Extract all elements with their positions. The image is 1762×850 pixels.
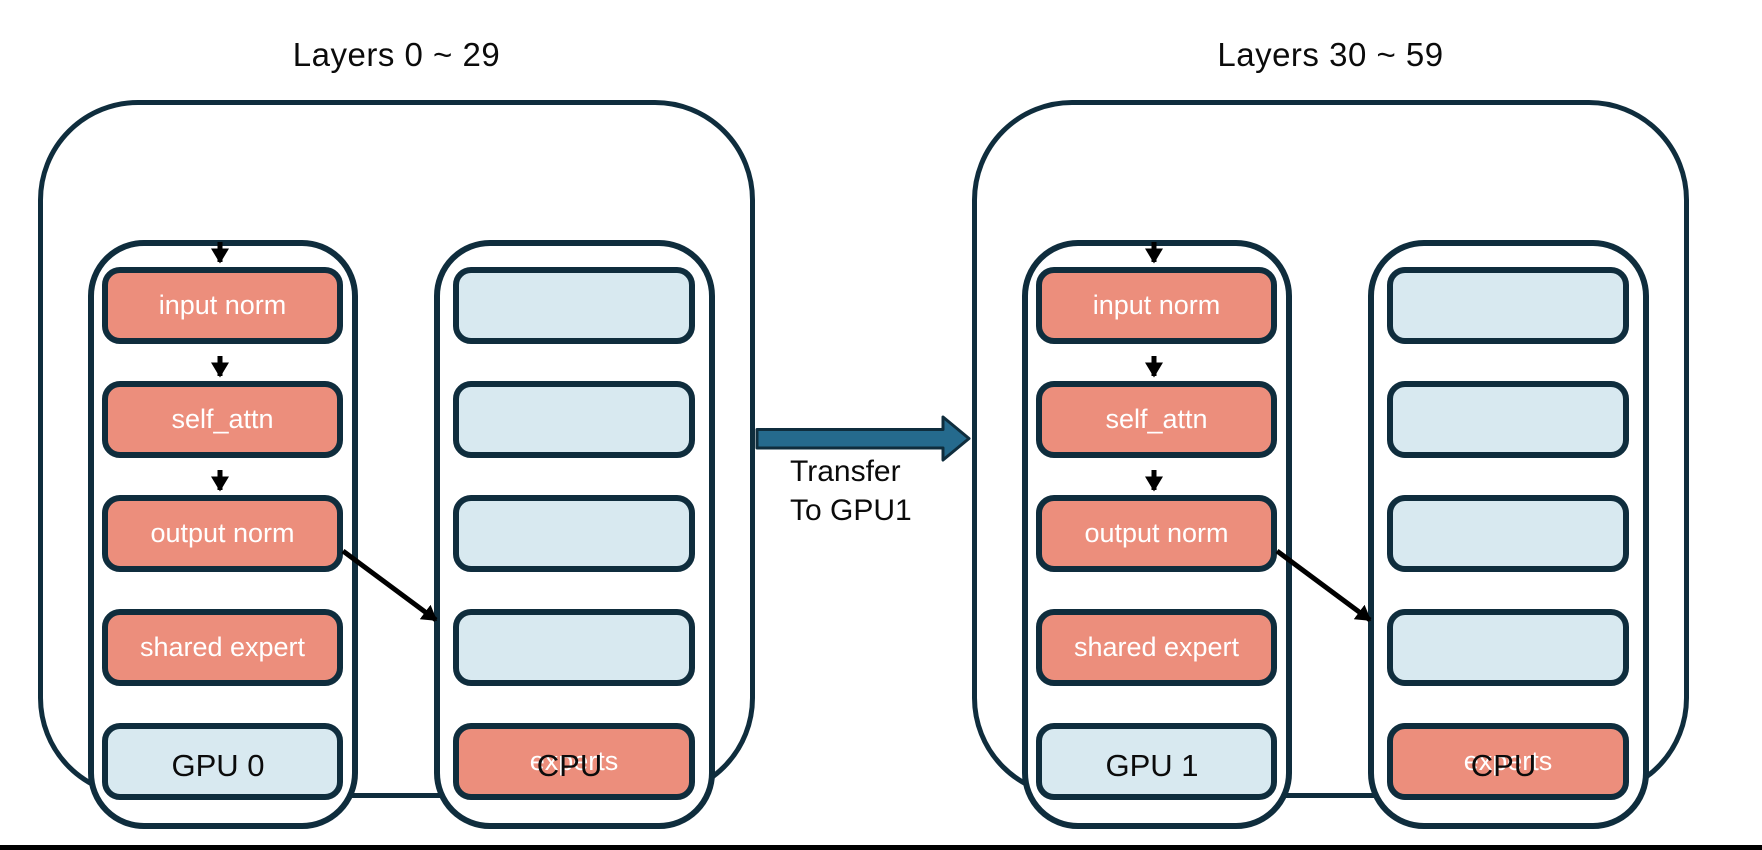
module-box-label: input norm (1092, 290, 1221, 320)
layer-group-title: Layers 0 ~ 29 (292, 36, 501, 73)
module-box-label: output norm (1084, 518, 1229, 548)
gpu0-label: GPU 0 (171, 748, 265, 783)
empty-slot-box (453, 267, 695, 344)
module-box-experts: experts (453, 723, 695, 800)
module-box-shared-expert: shared expert (1036, 609, 1277, 686)
empty-slot-box (1387, 267, 1629, 344)
module-box-label: self_attn (171, 404, 274, 434)
gpu1-label: GPU 1 (1105, 748, 1199, 783)
module-box-self-attn: self_attn (102, 381, 343, 458)
layer-group-left: Layers 0 ~ 29 input norm self_attn outpu… (38, 0, 755, 850)
module-box-output-norm: output norm (102, 495, 343, 572)
module-box-output-norm: output norm (1036, 495, 1277, 572)
empty-slot-box (1387, 381, 1629, 458)
module-box-label: output norm (150, 518, 295, 548)
layer-group-right: Layers 30 ~ 59 input norm self_attn outp… (972, 0, 1689, 850)
module-box-label: self_attn (1105, 404, 1208, 434)
module-box-self-attn: self_attn (1036, 381, 1277, 458)
empty-slot-box (1387, 609, 1629, 686)
cpu-label-right: CPU (1470, 748, 1537, 783)
transfer-annotation-line1: Transfer (790, 455, 901, 488)
transfer-annotation: Transfer To GPU1 (790, 452, 1010, 530)
gpu0-container: input norm self_attn output norm shared … (88, 240, 358, 829)
module-box-shared-expert: shared expert (102, 609, 343, 686)
module-box-label: shared expert (139, 632, 306, 662)
empty-slot-box (1387, 495, 1629, 572)
empty-slot-box (453, 609, 695, 686)
module-box-label: input norm (158, 290, 287, 320)
module-box-label: shared expert (1073, 632, 1240, 662)
layer-group-title: Layers 30 ~ 59 (1217, 36, 1444, 73)
module-box-label: experts (1463, 746, 1553, 776)
cpu-container-right: experts (1368, 240, 1649, 829)
module-box-experts: experts (1387, 723, 1629, 800)
module-box-input-norm: input norm (102, 267, 343, 344)
cpu-container-left: experts (434, 240, 715, 829)
node-container: input norm self_attn output norm shared … (972, 100, 1689, 829)
empty-slot-box (453, 381, 695, 458)
empty-slot-box (453, 495, 695, 572)
module-box-label: experts (529, 746, 619, 776)
page-bottom-border (0, 845, 1762, 850)
module-box-input-norm: input norm (1036, 267, 1277, 344)
cpu-label-left: CPU (536, 748, 603, 783)
empty-slot-box (1036, 723, 1277, 800)
node-container: input norm self_attn output norm shared … (38, 100, 755, 829)
transfer-annotation-line2: To GPU1 (790, 494, 912, 527)
empty-slot-box (102, 723, 343, 800)
gpu1-container: input norm self_attn output norm shared … (1022, 240, 1292, 829)
